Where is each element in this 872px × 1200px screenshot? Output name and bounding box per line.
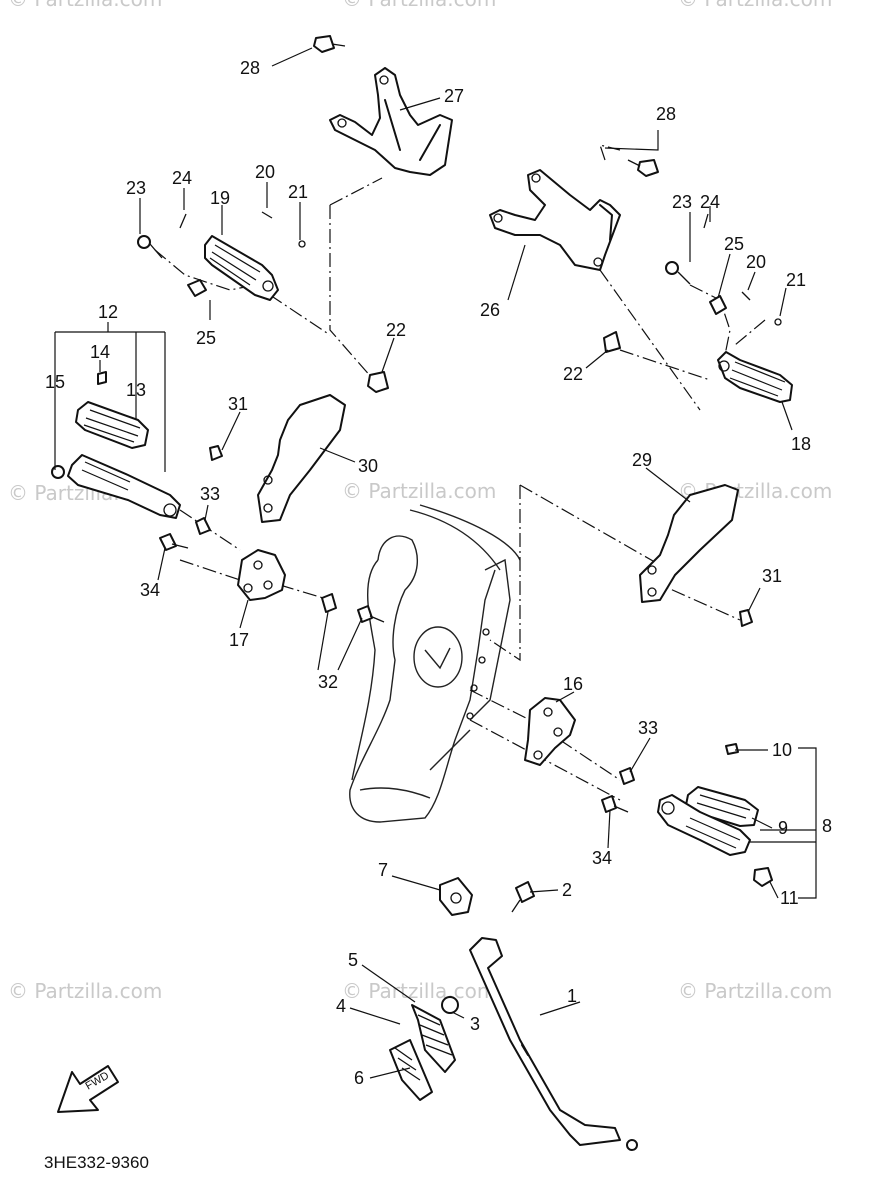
callout-5: 5 xyxy=(348,950,358,970)
callout-15: 15 xyxy=(45,372,65,392)
callout-24-left: 24 xyxy=(172,168,192,188)
callout-25-right: 25 xyxy=(724,234,744,254)
callout-1: 1 xyxy=(567,986,577,1006)
callout-34-right: 34 xyxy=(592,848,612,868)
callout-7: 7 xyxy=(378,860,388,880)
callout-33-right: 33 xyxy=(638,718,658,738)
watermark: © Partzilla.com xyxy=(678,0,832,11)
callout-34-left: 34 xyxy=(140,580,160,600)
callout-6: 6 xyxy=(354,1068,364,1088)
part-29-heel-plate xyxy=(639,484,739,603)
hardware xyxy=(97,35,782,813)
assembly-lines xyxy=(154,144,766,801)
callout-13: 13 xyxy=(126,380,146,400)
callout-31-right: 31 xyxy=(762,566,782,586)
callout-32: 32 xyxy=(318,672,338,692)
part-9-11-footrest xyxy=(657,786,773,887)
callout-24-right: 24 xyxy=(700,192,720,212)
callout-3: 3 xyxy=(470,1014,480,1034)
part-27-bracket xyxy=(329,67,453,176)
fwd-arrow-icon: FWD xyxy=(57,1065,119,1113)
callout-9: 9 xyxy=(778,818,788,838)
callout-19: 19 xyxy=(210,188,230,208)
callout-18: 18 xyxy=(791,434,811,454)
part-13-15-footrest xyxy=(51,401,181,519)
part-16-bracket xyxy=(524,697,576,766)
callout-25-left: 25 xyxy=(196,328,216,348)
callout-21-right: 21 xyxy=(786,270,806,290)
callout-23-left: 23 xyxy=(126,178,146,198)
part-18-footrest xyxy=(717,351,793,403)
callout-12: 12 xyxy=(98,302,118,322)
diagram-code: 3HE332-9360 xyxy=(44,1153,149,1172)
callout-21-left: 21 xyxy=(288,182,308,202)
callout-11: 11 xyxy=(780,888,799,908)
callout-17: 17 xyxy=(229,630,249,650)
part-17-bracket xyxy=(237,549,286,601)
callout-27: 27 xyxy=(444,86,464,106)
callout-16: 16 xyxy=(563,674,583,694)
callout-10: 10 xyxy=(772,740,792,760)
callout-30: 30 xyxy=(358,456,378,476)
callout-33-left: 33 xyxy=(200,484,220,504)
watermark: © Partzilla.com xyxy=(678,979,832,1003)
sidestand xyxy=(389,877,638,1151)
callout-20-left: 20 xyxy=(255,162,275,182)
callout-2: 2 xyxy=(562,880,572,900)
watermark: © Partzilla.com xyxy=(342,479,496,503)
part-30-heel-plate xyxy=(257,394,346,523)
callout-28-right: 28 xyxy=(656,104,676,124)
callout-22-left: 22 xyxy=(386,320,406,340)
callout-labels: 1 2 3 4 5 6 7 8 9 10 11 12 13 14 15 16 1… xyxy=(45,58,832,1088)
callout-20-right: 20 xyxy=(746,252,766,272)
callout-4: 4 xyxy=(336,996,346,1016)
frame-outline xyxy=(349,504,521,823)
callout-28-left: 28 xyxy=(240,58,260,78)
watermark: © Partzilla.com xyxy=(8,0,162,11)
part-26-bracket xyxy=(489,169,621,271)
callout-14: 14 xyxy=(90,342,110,362)
watermark: © Partzilla.com xyxy=(8,979,162,1003)
watermark: © Partzilla.com xyxy=(342,979,496,1003)
callout-8: 8 xyxy=(822,816,832,836)
watermark: © Partzilla.com xyxy=(342,0,496,11)
callout-22-right: 22 xyxy=(563,364,583,384)
watermarks: © Partzilla.com © Partzilla.com © Partzi… xyxy=(8,0,832,1003)
callout-31-left: 31 xyxy=(228,394,248,414)
leader-lines xyxy=(54,47,817,1079)
callout-26: 26 xyxy=(480,300,500,320)
callout-23-right: 23 xyxy=(672,192,692,212)
part-19-footrest xyxy=(204,235,279,301)
callout-29: 29 xyxy=(632,450,652,470)
